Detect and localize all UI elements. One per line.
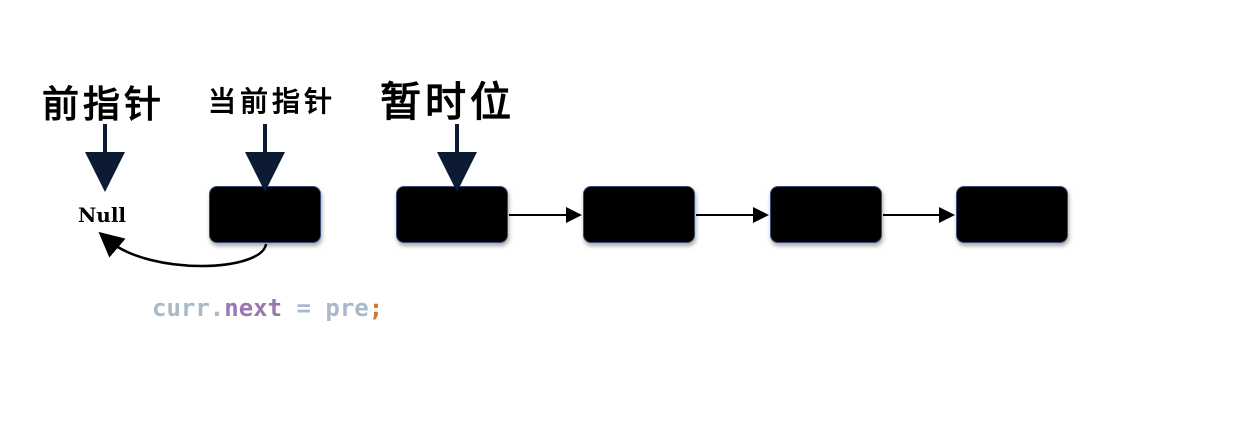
code-dot: . xyxy=(209,294,225,322)
code-semicolon: ; xyxy=(368,294,384,322)
code-statement: curr.next = pre; xyxy=(152,294,383,322)
temp-pointer-label: 暂时位 xyxy=(380,78,515,126)
current-pointer-label: 当前指针 xyxy=(208,85,337,118)
list-node-4 xyxy=(770,186,882,243)
list-node-5 xyxy=(956,186,1068,243)
prev-pointer-label: 前指针 xyxy=(42,83,165,126)
code-pre: pre xyxy=(325,294,369,322)
list-node-3 xyxy=(583,186,695,243)
code-curr: curr xyxy=(152,294,210,322)
code-equals: = xyxy=(282,294,326,322)
reverse-link-arrow xyxy=(98,231,268,268)
list-node-temp xyxy=(396,186,508,243)
list-node-current xyxy=(209,186,321,243)
null-label: Null xyxy=(78,203,127,227)
code-next: next xyxy=(224,294,283,322)
